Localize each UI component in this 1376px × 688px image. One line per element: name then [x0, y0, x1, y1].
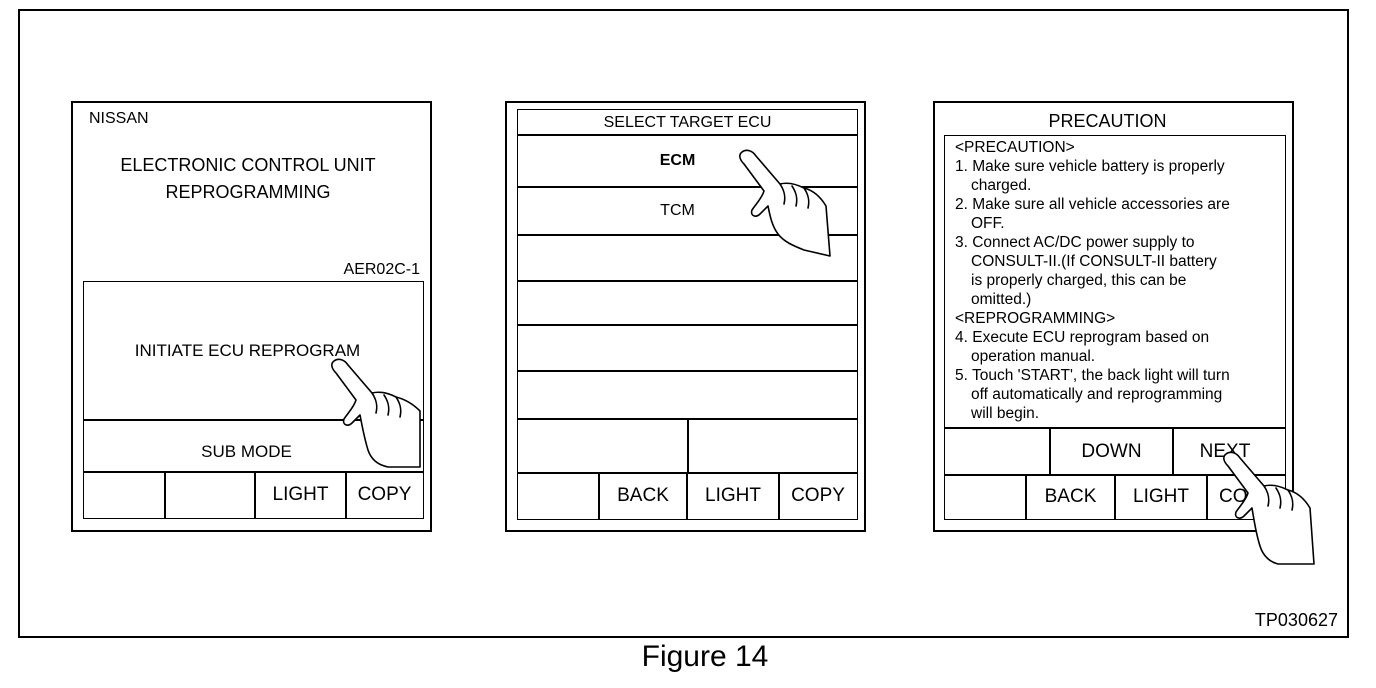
back-label: BACK	[617, 485, 669, 506]
blank-button-2[interactable]	[164, 471, 256, 519]
initiate-label: INITIATE ECU REPROGRAM	[134, 341, 361, 360]
precaution-line: 1. Make sure vehicle battery is properly	[955, 158, 1225, 175]
sub-mode-label: SUB MODE	[201, 442, 292, 461]
tcm-label: TCM	[660, 202, 695, 219]
precaution-line: <PRECAUTION>	[955, 139, 1075, 156]
screen-title-line2: REPROGRAMMING	[165, 182, 331, 202]
copy-button[interactable]: COPY	[345, 471, 424, 519]
back-button[interactable]: BACK	[1025, 474, 1116, 520]
version-label: AER02C-1	[343, 261, 420, 278]
copy-button[interactable]: COPY	[778, 472, 858, 520]
ecu-item-empty-4[interactable]	[517, 370, 858, 420]
sub-mode-button[interactable]: SUB MODE	[83, 419, 424, 473]
precaution-line: <REPROGRAMMING>	[955, 310, 1116, 327]
back-label: BACK	[1044, 486, 1097, 507]
light-button[interactable]: LIGHT	[254, 471, 347, 519]
screen-title-line1: ELECTRONIC CONTROL UNIT	[120, 155, 376, 175]
precaution-title: PRECAUTION	[1048, 111, 1167, 131]
blank-button-4[interactable]	[687, 418, 858, 474]
blank-button-1[interactable]	[83, 471, 166, 519]
precaution-line: OFF.	[971, 215, 1005, 232]
precaution-line: omitted.)	[971, 291, 1032, 308]
pointing-hand-icon	[1223, 451, 1315, 565]
select-target-title-text: SELECT TARGET ECU	[603, 113, 772, 131]
screen-select-target-ecu: SELECT TARGET ECU ECM TCM BACK LIGHT COP…	[505, 101, 866, 532]
blank-button-6[interactable]	[944, 427, 1051, 476]
down-label: DOWN	[1081, 440, 1142, 462]
light-button[interactable]: LIGHT	[1114, 474, 1208, 520]
select-target-title: SELECT TARGET ECU	[517, 109, 858, 136]
ecu-item-empty-1[interactable]	[517, 234, 858, 282]
copy-label: COPY	[357, 484, 412, 505]
initiate-ecu-reprogram-button[interactable]: INITIATE ECU REPROGRAM	[83, 281, 424, 421]
precaution-line: off automatically and reprogramming	[971, 386, 1223, 403]
ecu-item-tcm[interactable]: TCM	[517, 186, 858, 236]
precaution-line: is properly charged, this can be	[971, 272, 1187, 289]
figure-frame	[18, 9, 1349, 638]
figure-caption: Figure 14	[641, 640, 769, 673]
ecu-item-ecm[interactable]: ECM	[517, 134, 858, 188]
ecm-label: ECM	[659, 152, 696, 169]
precaution-line: 4. Execute ECU reprogram based on	[955, 329, 1210, 346]
blank-button-3[interactable]	[517, 418, 689, 474]
copy-label: CO	[1219, 486, 1248, 507]
precaution-line: will begin.	[971, 405, 1040, 422]
precaution-line: operation manual.	[971, 348, 1096, 365]
precaution-line: 5. Touch 'START', the back light will tu…	[955, 367, 1230, 384]
precaution-line: 2. Make sure all vehicle accessories are	[955, 196, 1230, 213]
brand-label: NISSAN	[89, 110, 149, 127]
blank-button-5[interactable]	[517, 472, 600, 520]
back-button[interactable]: BACK	[598, 472, 688, 520]
light-label: LIGHT	[272, 484, 329, 505]
light-label: LIGHT	[705, 485, 761, 506]
precaution-text-box: <PRECAUTION> 1. Make sure vehicle batter…	[944, 135, 1286, 429]
precaution-line: 3. Connect AC/DC power supply to	[955, 234, 1195, 251]
screen-precaution: PRECAUTION <PRECAUTION> 1. Make sure veh…	[933, 101, 1294, 532]
pointing-hand-icon	[739, 149, 831, 257]
figure-code: TP030627	[1254, 610, 1338, 630]
copy-label: COPY	[791, 485, 845, 506]
precaution-line: charged.	[971, 177, 1032, 194]
ecu-item-empty-2[interactable]	[517, 280, 858, 326]
ecu-item-empty-3[interactable]	[517, 324, 858, 372]
blank-button-7[interactable]	[944, 474, 1027, 520]
light-label: LIGHT	[1133, 486, 1189, 507]
down-button[interactable]: DOWN	[1049, 427, 1174, 476]
pointing-hand-icon	[331, 358, 421, 468]
precaution-line: CONSULT-II.(If CONSULT-II battery	[971, 253, 1217, 270]
light-button[interactable]: LIGHT	[686, 472, 780, 520]
screen-reprogramming: NISSAN ELECTRONIC CONTROL UNIT REPROGRAM…	[71, 101, 432, 532]
